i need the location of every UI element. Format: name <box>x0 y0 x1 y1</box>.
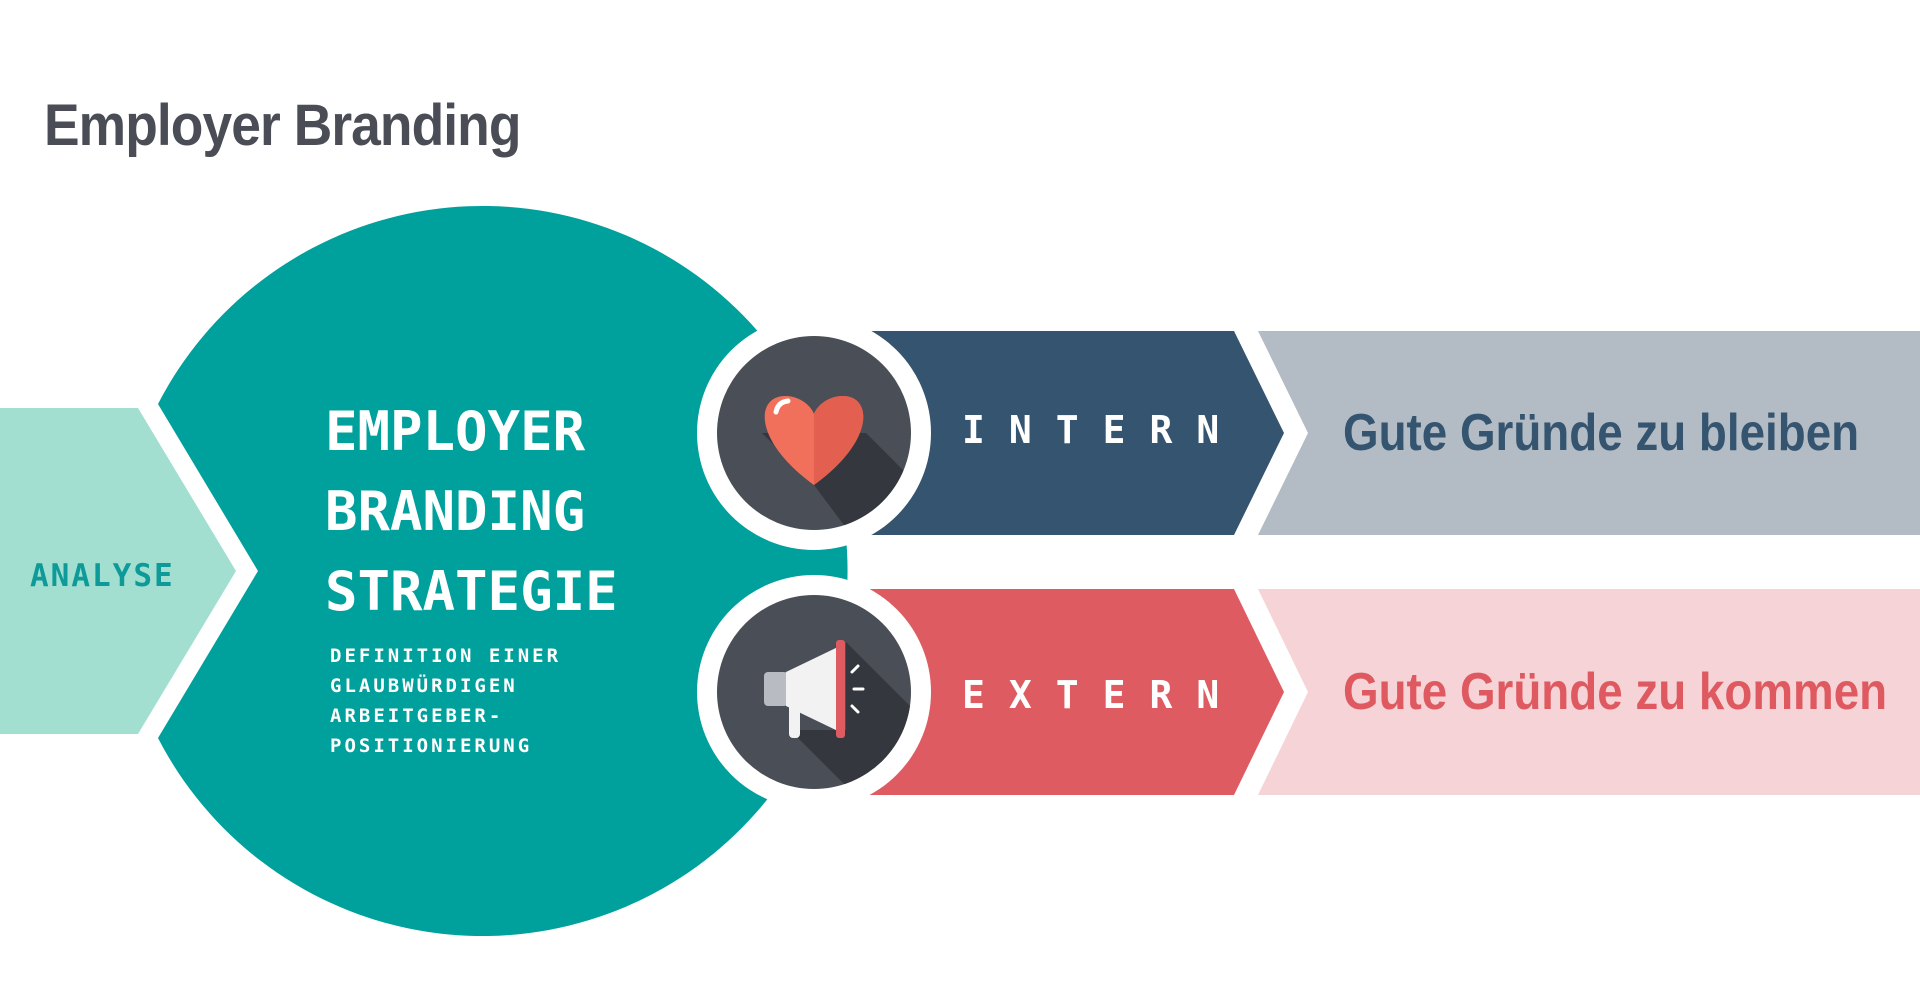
analyse-label: ANALYSE <box>30 558 175 594</box>
extern-label: EXTERN <box>962 673 1244 717</box>
extern-reason: Gute Gründe zu kommen <box>1343 663 1888 721</box>
page-title: Employer Branding <box>44 93 521 158</box>
strategy-subtitle: DEFINITION EINER GLAUBWÜRDIGEN ARBEITGEB… <box>330 645 562 757</box>
extern-band <box>1258 589 1920 795</box>
strategy-title: EMPLOYER BRANDING STRATEGIE <box>325 400 618 623</box>
intern-label: INTERN <box>962 408 1244 452</box>
analyse-chevron <box>0 408 236 734</box>
megaphone-icon <box>697 575 931 809</box>
extern-arrow <box>810 589 1284 795</box>
strategy-shape <box>158 206 848 936</box>
intern-band <box>1258 331 1920 535</box>
intern-arrow <box>810 331 1284 535</box>
intern-reason: Gute Gründe zu bleiben <box>1343 404 1860 462</box>
